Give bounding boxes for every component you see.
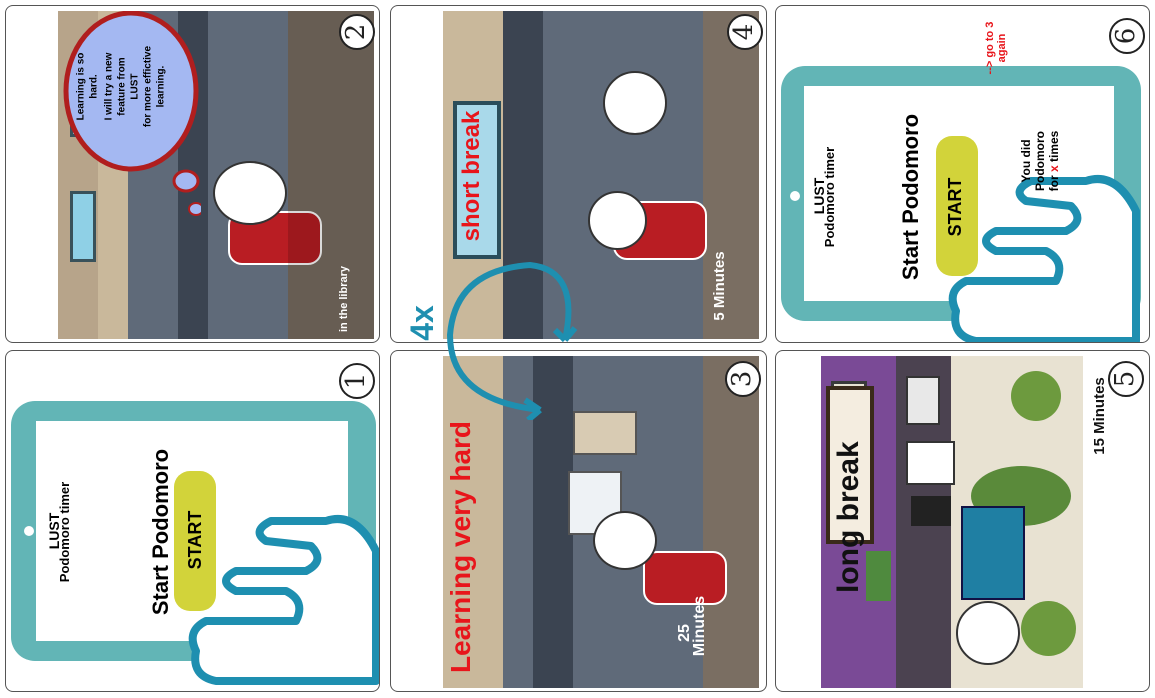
panel-4: short break 5 Minutes 4 [390, 5, 767, 343]
panel-3: Learning very hard 25 Minutes 3 [390, 350, 767, 692]
panel-number-1: 1 [339, 363, 375, 399]
result-line-1: You did [1019, 139, 1033, 183]
short-break-label: short break [458, 110, 485, 242]
thought-line-6: for more effictive [142, 45, 154, 128]
panel-2: Learning is so hard. I will try a new fe… [5, 5, 380, 343]
result-line-3: for x times [1047, 121, 1061, 201]
thought-line-2: hard. [88, 74, 100, 99]
scene-caption: in the library [338, 265, 350, 333]
panel-number-6: 6 [1109, 18, 1145, 54]
thought-line-3: I will try a new [103, 52, 115, 121]
duration-unit: Minutes [691, 595, 708, 657]
app-subtitle: Podomoro timer [57, 481, 72, 583]
learning-headline: Learning very hard [445, 420, 476, 674]
panel-1: LUST Podomoro timer Start Podomoro START… [5, 350, 380, 692]
start-heading: Start Podomoro [148, 448, 173, 616]
result-prefix: for [1047, 172, 1061, 192]
camera-icon [24, 526, 34, 536]
thought-text: Learning is so hard. I will try a new fe… [66, 26, 196, 156]
result-count: x [1047, 165, 1061, 173]
thought-line-5: LUST [129, 73, 141, 100]
pointing-hand-icon [948, 175, 1140, 342]
thought-line-1: Learning is so [75, 52, 87, 121]
app-subtitle: Podomoro timer [822, 146, 837, 248]
short-break-sign [453, 101, 501, 259]
repeat-count: 4x [404, 305, 440, 341]
start-heading: Start Podomoro [898, 113, 923, 281]
thought-line-4: feature from [116, 57, 128, 116]
panel-number-4: 4 [727, 14, 763, 50]
camera-icon [790, 191, 800, 201]
long-break-label: long break [832, 441, 865, 593]
long-break-sign [826, 386, 874, 544]
start-button[interactable] [936, 136, 978, 276]
thought-line-7: learning. [155, 65, 167, 108]
go-to-note-line-2: again [996, 33, 1008, 63]
break-scene [443, 11, 759, 339]
result-suffix: times [1047, 130, 1061, 166]
panel-5: long break 15 Minutes 5 [775, 350, 1150, 692]
repeat-loop-arrow-icon [446, 261, 578, 420]
panel-number-2: 2 [339, 14, 375, 50]
pointing-hand-icon [188, 515, 379, 685]
result-text: You did Podomoro for x times [1016, 116, 1076, 206]
result-line-2: Podomoro [1033, 131, 1047, 191]
study-scene [443, 356, 759, 688]
start-button[interactable] [174, 471, 216, 611]
thought-bubble [63, 11, 201, 216]
duration-label: 5 Minutes [711, 251, 728, 321]
panel-number-5: 5 [1108, 361, 1144, 397]
panel-number-3: 3 [725, 361, 761, 397]
panel-6: LUST Podomoro timer Start Podomoro START… [775, 5, 1150, 343]
library-scene [58, 11, 374, 339]
